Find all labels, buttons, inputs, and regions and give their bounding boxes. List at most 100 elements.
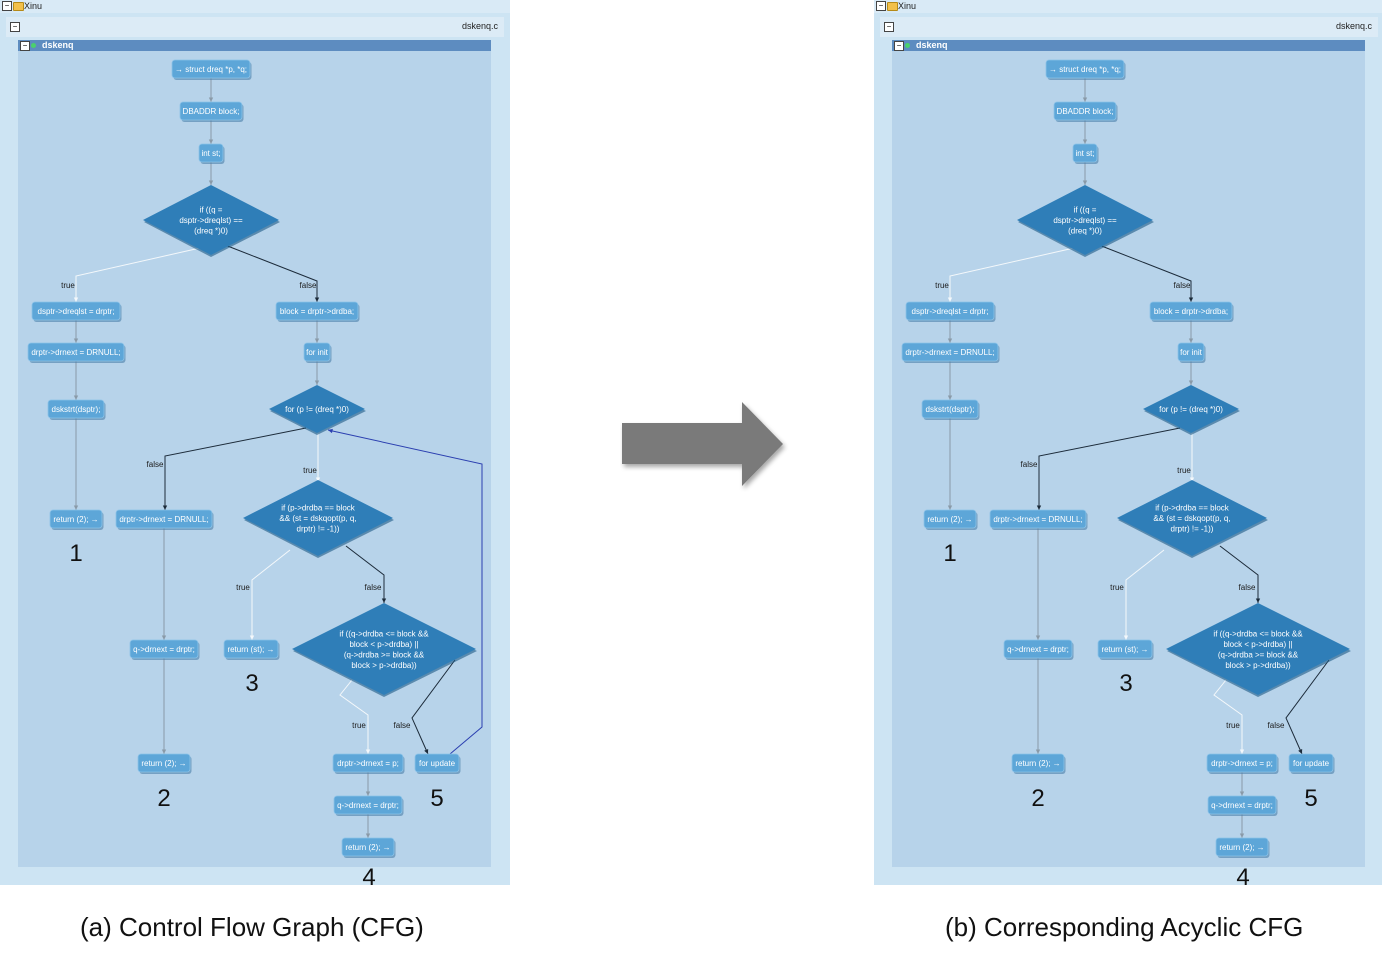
arrow-head	[1298, 749, 1303, 754]
node-n-drptr-drnext-null1[interactable]: drptr->drnext = DRNULL;	[901, 342, 1000, 363]
decision-text: && (st = dskqopt(p, q,	[1153, 514, 1230, 523]
decision-text: (q->drdba >= block &&	[344, 650, 425, 659]
decision-d-if-q[interactable]: if ((q =dsptr->dreqlst) ==(dreq *)0)	[143, 185, 280, 257]
node-n-dsptr-dreqlst[interactable]: dsptr->dreqlst = drptr;	[31, 301, 122, 322]
node-text: for update	[419, 759, 456, 768]
decision-text: (dreq *)0)	[1068, 227, 1102, 236]
edge-label-false: false	[394, 721, 411, 730]
node-n-drptr-drnext-p[interactable]: drptr->drnext = p;	[332, 753, 405, 774]
node-text: → struct dreq *p, *q;	[1049, 65, 1121, 74]
decision-d-if-q2[interactable]: if ((q->drdba <= block &&block < p->drdb…	[292, 603, 477, 697]
file-bar: − dskenq.c	[6, 17, 504, 37]
decision-text: block < p->drdba) ||	[349, 640, 418, 649]
back-edge	[327, 429, 483, 755]
function-icon	[905, 43, 910, 48]
node-n-dbaddr[interactable]: DBADDR block;	[179, 101, 244, 122]
collapse-icon[interactable]: −	[10, 22, 20, 32]
node-n-q-drnext-b[interactable]: q->drnext = drptr;	[333, 795, 404, 816]
node-n-return2-a[interactable]: return (2); →	[49, 509, 104, 530]
node-text: return (st); →	[1101, 645, 1148, 654]
arrow-head	[365, 833, 371, 838]
node-text: return (2); →	[53, 515, 98, 524]
node-n-q-drnext-a[interactable]: q->drnext = drptr;	[129, 639, 200, 660]
node-n-return2-c[interactable]: return (2); →	[1215, 837, 1270, 858]
arrow-head	[1123, 635, 1129, 640]
node-n-drptr-drnext-null2[interactable]: drptr->drnext = DRNULL;	[989, 509, 1088, 530]
collapse-icon[interactable]: −	[884, 22, 894, 32]
window-title: Xinu	[24, 1, 43, 11]
node-n-for-init[interactable]: for init	[1177, 342, 1206, 363]
node-n-struct[interactable]: → struct dreq *p, *q;	[171, 59, 252, 80]
decision-d-if-p[interactable]: if (p->drdba == block&& (st = dskqopt(p,…	[1117, 480, 1268, 558]
collapse-icon[interactable]: −	[2, 1, 12, 11]
node-n-dskstrt[interactable]: dskstrt(dsptr);	[47, 399, 106, 420]
node-text: DBADDR block;	[1057, 107, 1114, 116]
collapse-icon[interactable]: −	[894, 41, 904, 51]
exit-number: 2	[157, 785, 170, 812]
node-n-block[interactable]: block = drptr->drdba;	[275, 301, 360, 322]
decision-text: (q->drdba >= block &&	[1218, 650, 1299, 659]
node-n-drptr-drnext-null1[interactable]: drptr->drnext = DRNULL;	[27, 342, 126, 363]
arrow-head	[1239, 833, 1245, 838]
edge-label-true: true	[1177, 466, 1191, 475]
exit-number: 5	[1304, 785, 1317, 812]
node-n-struct[interactable]: → struct dreq *p, *q;	[1045, 59, 1126, 80]
node-n-drptr-drnext-null2[interactable]: drptr->drnext = DRNULL;	[115, 509, 214, 530]
file-bar: − dskenq.c	[880, 17, 1378, 37]
arrow-head	[73, 395, 79, 400]
node-n-for-update[interactable]: for update	[1288, 753, 1335, 774]
node-n-for-update[interactable]: for update	[414, 753, 461, 774]
node-text: drptr->drnext = DRNULL;	[993, 515, 1082, 524]
exit-number: 4	[362, 864, 375, 885]
node-n-block[interactable]: block = drptr->drdba;	[1149, 301, 1234, 322]
decision-d-if-q2[interactable]: if ((q->drdba <= block &&block < p->drdb…	[1166, 603, 1351, 697]
decision-text: dsptr->dreqlst) ==	[179, 216, 243, 225]
node-n-return2-c[interactable]: return (2); →	[341, 837, 396, 858]
node-n-dsptr-dreqlst[interactable]: dsptr->dreqlst = drptr;	[905, 301, 996, 322]
arrow-head	[947, 338, 953, 343]
function-header[interactable]: − dskenq	[18, 40, 491, 51]
folder-icon	[13, 2, 24, 11]
node-n-return2-a[interactable]: return (2); →	[923, 509, 978, 530]
node-text: block = drptr->drdba;	[1154, 307, 1228, 316]
decision-d-for[interactable]: for (p != (dreq *)0)	[269, 385, 366, 435]
arrow-head	[381, 598, 387, 603]
node-n-int[interactable]: int st;	[198, 143, 225, 164]
node-n-drptr-drnext-p[interactable]: drptr->drnext = p;	[1206, 753, 1279, 774]
node-n-q-drnext-b[interactable]: q->drnext = drptr;	[1207, 795, 1278, 816]
false-edge	[1098, 244, 1192, 302]
edge-label-true: true	[61, 281, 75, 290]
edge-label-false: false	[1021, 460, 1038, 469]
caption-cfg: (a) Control Flow Graph (CFG)	[80, 912, 424, 942]
node-n-for-init[interactable]: for init	[303, 342, 332, 363]
function-header[interactable]: − dskenq	[892, 40, 1365, 51]
decision-text: for (p != (dreq *)0)	[285, 405, 349, 414]
collapse-icon[interactable]: −	[876, 1, 886, 11]
node-text: q->drnext = drptr;	[1007, 645, 1069, 654]
false-edge	[345, 545, 385, 603]
decision-d-if-q[interactable]: if ((q =dsptr->dreqlst) ==(dreq *)0)	[1017, 185, 1154, 257]
edge-label-true: true	[352, 721, 366, 730]
arrow-head	[73, 505, 79, 510]
arrow-head	[1239, 791, 1245, 796]
node-text: for init	[1180, 348, 1203, 357]
file-name: dskenq.c	[461, 21, 498, 31]
arrow-head	[73, 338, 79, 343]
decision-d-for[interactable]: for (p != (dreq *)0)	[1143, 385, 1240, 435]
collapse-icon[interactable]: −	[20, 41, 30, 51]
node-text: drptr->drnext = DRNULL;	[31, 348, 120, 357]
node-n-int[interactable]: int st;	[1072, 143, 1099, 164]
node-n-dbaddr[interactable]: DBADDR block;	[1053, 101, 1118, 122]
arrow-head	[365, 749, 371, 754]
node-n-q-drnext-a[interactable]: q->drnext = drptr;	[1003, 639, 1074, 660]
node-n-return2-b[interactable]: return (2); →	[1011, 753, 1066, 774]
decision-text: block < p->drdba) ||	[1223, 640, 1292, 649]
node-n-return-st[interactable]: return (st); →	[1097, 639, 1154, 660]
folder-icon	[887, 2, 898, 11]
node-n-return2-b[interactable]: return (2); →	[137, 753, 192, 774]
decision-d-if-p[interactable]: if (p->drdba == block&& (st = dskqopt(p,…	[243, 480, 394, 558]
node-n-dskstrt[interactable]: dskstrt(dsptr);	[921, 399, 980, 420]
node-n-return-st[interactable]: return (st); →	[223, 639, 280, 660]
false-edge	[411, 659, 456, 755]
exit-number: 1	[943, 540, 956, 567]
